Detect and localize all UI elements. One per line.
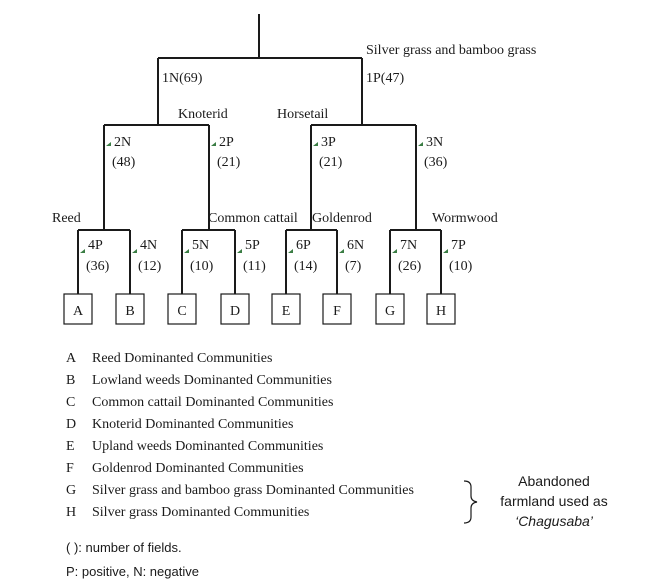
leaf-box-label-a: A: [73, 304, 84, 319]
legend-text: Lowland weeds Dominanted Communities: [92, 373, 332, 388]
leaf-code-7n: 7N: [400, 238, 417, 253]
count-2p: (21): [217, 155, 241, 170]
split-1p-code: 1P(47): [366, 71, 404, 86]
flag-6n: [339, 249, 344, 253]
leaf-count-6n: (7): [345, 259, 362, 274]
legend-text: Silver grass Dominanted Communities: [92, 505, 309, 520]
footnote-fields: ( ): number of fields.: [66, 540, 182, 555]
legend-key: A: [66, 351, 77, 366]
flag-5n: [184, 249, 189, 253]
split-4-label: Reed: [52, 211, 81, 226]
flag-6p: [288, 249, 293, 253]
legend-text: Common cattail Dominanted Communities: [92, 395, 333, 410]
leaf-code-7p: 7P: [451, 238, 466, 253]
split-6-label: Goldenrod: [312, 211, 372, 226]
flag-3p: [313, 142, 318, 146]
legend-key: C: [66, 395, 75, 410]
leaf-box-label-h: H: [436, 304, 446, 319]
leaf-count-7p: (10): [449, 259, 473, 274]
legend-text: Silver grass and bamboo grass Dominanted…: [92, 483, 414, 498]
legend-key: B: [66, 373, 75, 388]
split-3-label: Horsetail: [277, 107, 328, 122]
leaf-count-7n: (26): [398, 259, 422, 274]
legend-text: Knoterid Dominanted Communities: [92, 417, 293, 432]
legend-key: F: [66, 461, 74, 476]
flag-4p: [80, 249, 85, 253]
count-2n: (48): [112, 155, 136, 170]
flag-7n: [392, 249, 397, 253]
legend-text: Reed Dominanted Communities: [92, 351, 272, 366]
leaf-box-g: [375, 293, 405, 325]
leaf-box-label-c: C: [177, 304, 186, 319]
leaf-code-6n: 6N: [347, 238, 364, 253]
root-split-label: Silver grass and bamboo grass: [366, 43, 536, 58]
leaf-box-label-b: B: [125, 304, 134, 319]
split-1n-code: 1N(69): [162, 71, 203, 86]
count-3p: (21): [319, 155, 343, 170]
leaf-code-4n: 4N: [140, 238, 157, 253]
footnote-signs: P: positive, N: negative: [66, 564, 199, 579]
leaf-code-5n: 5N: [192, 238, 209, 253]
split-5-label: Common cattail: [208, 211, 298, 226]
split-7-label: Wormwood: [432, 211, 498, 226]
leaf-box-c: [167, 293, 197, 325]
leaf-count-5n: (10): [190, 259, 214, 274]
leaf-count-4p: (36): [86, 259, 110, 274]
leaf-box-e: [271, 293, 301, 325]
legend-key: D: [66, 417, 76, 432]
legend-text: Goldenrod Dominanted Communities: [92, 461, 304, 476]
leaf-box-label-g: G: [385, 304, 395, 319]
leaf-box-a: [63, 293, 93, 325]
leaf-box-label-d: D: [230, 304, 240, 319]
leaf-box-f: [322, 293, 352, 325]
code-2p: 2P: [219, 135, 234, 150]
flag-5p: [237, 249, 242, 253]
leaf-count-4n: (12): [138, 259, 162, 274]
flag-7p: [443, 249, 448, 253]
leaf-count-6p: (14): [294, 259, 318, 274]
flag-2n: [106, 142, 111, 146]
leaf-code-5p: 5P: [245, 238, 260, 253]
bracket-note-line1: Abandoned: [518, 473, 590, 489]
leaf-box-b: [115, 293, 145, 325]
leaf-count-5p: (11): [243, 259, 266, 274]
flag-2p: [211, 142, 216, 146]
leaf-code-4p: 4P: [88, 238, 103, 253]
code-3p: 3P: [321, 135, 336, 150]
legend-key: E: [66, 439, 75, 454]
code-3n: 3N: [426, 135, 443, 150]
legend-key: G: [66, 483, 76, 498]
leaf-box-label-e: E: [282, 304, 291, 319]
leaf-box-h: [426, 293, 456, 325]
split-2-label: Knoterid: [178, 107, 228, 122]
leaf-code-6p: 6P: [296, 238, 311, 253]
bracket-note-line3: ‘Chagusaba’: [515, 513, 594, 529]
bracket-note-line2: farmland used as: [500, 493, 607, 509]
legend-text: Upland weeds Dominanted Communities: [92, 439, 323, 454]
legend-bracket: [463, 480, 478, 524]
legend-key: H: [66, 505, 76, 520]
leaf-box-d: [220, 293, 250, 325]
code-2n: 2N: [114, 135, 131, 150]
leaf-box-label-f: F: [333, 304, 341, 319]
count-3n: (36): [424, 155, 448, 170]
legend: A Reed Dominanted Communities B Lowland …: [66, 351, 414, 520]
flag-4n: [132, 249, 137, 253]
flag-3n: [418, 142, 423, 146]
